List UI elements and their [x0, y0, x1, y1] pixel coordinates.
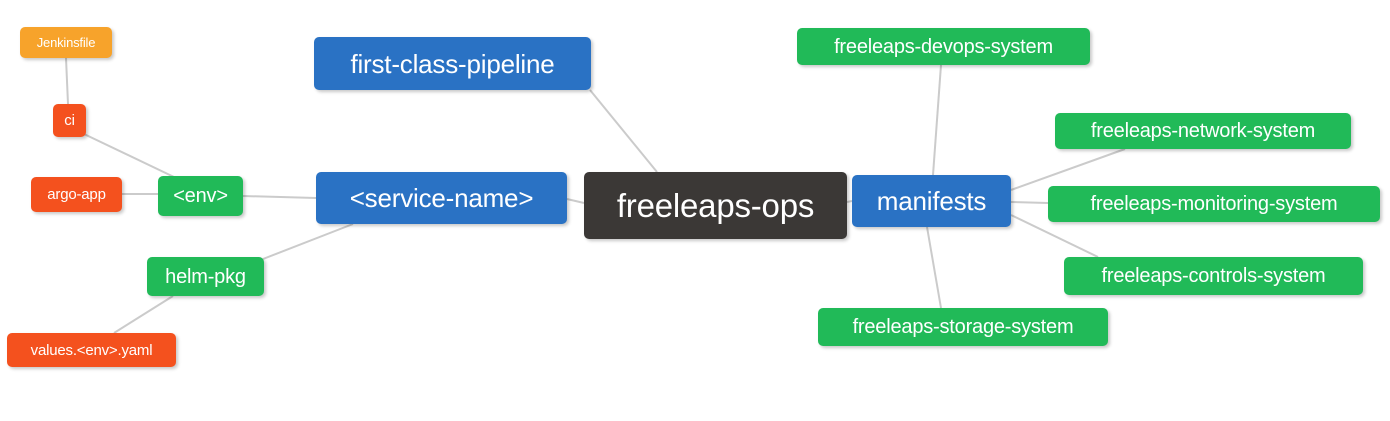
edge-manifests-freeleaps-controls-system — [1010, 214, 1099, 258]
edge-values-env-yaml-helm-pkg — [113, 295, 174, 334]
edge-manifests-freeleaps-monitoring-system — [1010, 201, 1049, 204]
edge-helm-pkg-service-name — [262, 223, 354, 260]
node-values-env-yaml[interactable]: values.<env>.yaml — [7, 333, 176, 367]
node-ci[interactable]: ci — [53, 104, 86, 137]
node-helm-pkg[interactable]: helm-pkg — [147, 257, 264, 296]
edge-service-name-freeleaps-ops — [566, 198, 585, 204]
edge-jenkinsfile-ci — [65, 57, 69, 105]
node-freeleaps-monitoring-system[interactable]: freeleaps-monitoring-system — [1048, 186, 1380, 222]
edge-ci-env — [83, 133, 175, 178]
node-jenkinsfile[interactable]: Jenkinsfile — [20, 27, 112, 58]
node-service-name[interactable]: <service-name> — [316, 172, 567, 224]
edge-manifests-freeleaps-network-system — [1010, 148, 1126, 191]
edge-manifests-freeleaps-devops-system — [932, 64, 942, 176]
edge-freeleaps-ops-manifests — [846, 200, 853, 203]
node-freeleaps-network-system[interactable]: freeleaps-network-system — [1055, 113, 1351, 149]
node-env[interactable]: <env> — [158, 176, 243, 216]
edge-env-service-name — [242, 195, 317, 199]
node-freeleaps-controls-system[interactable]: freeleaps-controls-system — [1064, 257, 1363, 295]
node-manifests[interactable]: manifests — [852, 175, 1011, 227]
node-freeleaps-devops-system[interactable]: freeleaps-devops-system — [797, 28, 1090, 65]
edge-first-class-pipeline-freeleaps-ops — [589, 89, 658, 173]
node-argo-app[interactable]: argo-app — [31, 177, 122, 212]
edge-manifests-freeleaps-storage-system — [926, 226, 942, 309]
node-freeleaps-storage-system[interactable]: freeleaps-storage-system — [818, 308, 1108, 346]
node-first-class-pipeline[interactable]: first-class-pipeline — [314, 37, 591, 90]
node-freeleaps-ops[interactable]: freeleaps-ops — [584, 172, 847, 239]
